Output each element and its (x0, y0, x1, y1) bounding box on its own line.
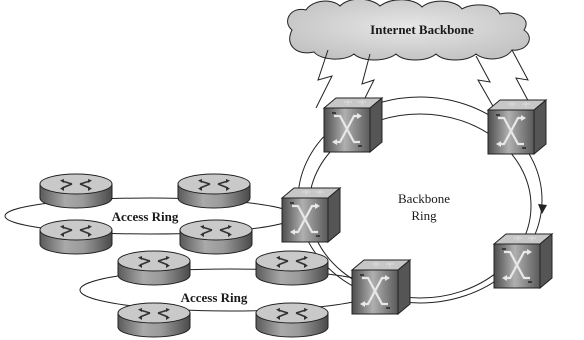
atm-switch-icon (322, 96, 384, 154)
lightning-link (511, 49, 533, 109)
atm-switch-icon (280, 186, 342, 244)
router-icon (255, 302, 329, 338)
lightning-link (475, 55, 495, 109)
router-icon (39, 219, 113, 255)
router-icon (179, 219, 253, 255)
cloud-label: Internet Backbone (370, 22, 474, 37)
atm-switch-icon (350, 258, 412, 316)
router-icon (177, 173, 251, 209)
lightning-link (359, 53, 375, 109)
router-icon (39, 173, 113, 209)
access-ring-lower-label: Access Ring (181, 290, 248, 305)
access-ring-upper-label: Access Ring (112, 209, 179, 224)
router-icon (117, 302, 191, 338)
internet-backbone-cloud (287, 0, 530, 61)
lightning-link (315, 49, 333, 109)
router-icon (117, 250, 191, 286)
backbone-ring-arrow (538, 204, 547, 214)
backbone-ring-label-line1: Backbone (398, 191, 450, 206)
cloud-links (315, 49, 533, 109)
atm-switch-icon (486, 98, 548, 156)
backbone-ring-label-line2: Ring (411, 208, 437, 223)
router-icon (255, 250, 329, 286)
atm-switch-icon (492, 232, 554, 290)
